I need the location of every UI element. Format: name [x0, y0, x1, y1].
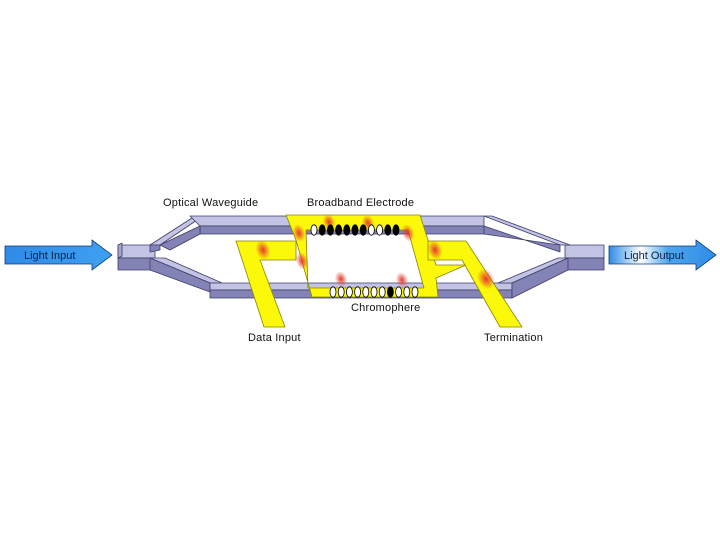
chromophore-molecule [384, 224, 392, 236]
data-input-label: Data Input [248, 332, 301, 344]
chromophore-molecule [351, 224, 359, 236]
light-input-label: Light Input [24, 250, 75, 262]
light-output-label: Light Output [624, 250, 684, 262]
light-output-arrow: Light Output [608, 239, 717, 271]
chromophore-molecule [310, 224, 318, 236]
chromophore-row-bottom [329, 286, 419, 298]
termination-label: Termination [484, 332, 543, 344]
chromophore-molecule [376, 224, 384, 236]
chromophore-molecule [386, 286, 394, 298]
chromophore-molecule [345, 286, 353, 298]
broadband-electrode-label: Broadband Electrode [307, 197, 414, 209]
chromophere-label: Chromophere [351, 302, 420, 314]
chromophore-molecule [367, 224, 375, 236]
chromophore-molecule [403, 286, 411, 298]
chromophore-row-top [310, 224, 400, 236]
chromophore-molecule [318, 224, 326, 236]
chromophore-molecule [343, 224, 351, 236]
chromophore-molecule [359, 224, 367, 236]
chromophore-molecule [354, 286, 362, 298]
chromophore-molecule [326, 224, 334, 236]
chromophore-molecule [329, 286, 337, 298]
light-input-arrow: Light Input [4, 239, 113, 271]
chromophore-molecule [411, 286, 419, 298]
optical-waveguide-label: Optical Waveguide [163, 197, 258, 209]
chromophore-molecule [378, 286, 386, 298]
chromophore-molecule [392, 224, 400, 236]
chromophore-molecule [337, 286, 345, 298]
chromophore-molecule [370, 286, 378, 298]
chromophore-molecule [395, 286, 403, 298]
chromophore-molecule [362, 286, 370, 298]
chromophore-molecule [335, 224, 343, 236]
